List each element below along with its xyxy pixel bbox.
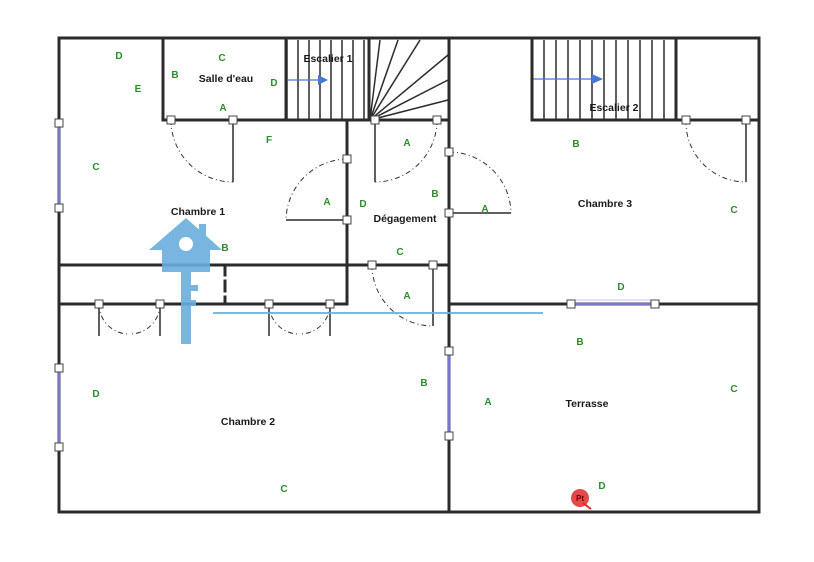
room-label-degagement: Dégagement [373,213,437,225]
wall-letter: C [92,162,99,173]
walls [57,36,761,514]
wall-letter: A [219,103,226,114]
wall-letter: B [576,337,583,348]
wall-letter: A [403,291,410,302]
wall-letter: C [396,247,403,258]
wall-letter: D [115,51,122,62]
wall-letters: D E C B C B A D F A A D B A C A B C D B … [92,51,737,495]
wall-letter: D [617,282,624,293]
wall-letter: A [481,204,488,215]
wall-letter: C [280,484,287,495]
wall-letter: D [92,389,99,400]
doors [54,115,751,452]
room-labels: Salle d'eau Escalier 1 Escalier 2 Chambr… [171,53,639,428]
windows [57,123,655,447]
wall-letter: B [431,189,438,200]
escalier-1-stairs [286,39,449,121]
escalier-2-stairs [532,40,665,120]
wall-letter: D [598,481,605,492]
room-label-salle-deau: Salle d'eau [199,73,253,85]
wall-letter: A [323,197,330,208]
wall-letter: A [403,138,410,149]
wall-letter: D [359,199,366,210]
wall-letter: B [420,378,427,389]
room-label-chambre-3: Chambre 3 [578,198,632,210]
wall-letter: E [135,84,142,95]
wall-letter: C [730,205,737,216]
wall-letter: D [270,78,277,89]
wall-letter: F [266,135,272,146]
wall-letter: B [572,139,579,150]
wall-letter: B [221,243,228,254]
room-label-terrasse: Terrasse [565,398,608,410]
wall-letter: C [730,384,737,395]
room-label-escalier-2: Escalier 2 [589,102,638,114]
stair-direction-arrow-icon [318,75,328,85]
house-key-icon[interactable] [149,218,222,344]
room-label-chambre-1: Chambre 1 [171,206,225,218]
wall-letter: A [484,397,491,408]
room-label-escalier-1: Escalier 1 [303,53,352,65]
wall-letter: C [218,53,225,64]
stair-direction-arrow-icon [592,74,603,84]
room-label-chambre-2: Chambre 2 [221,416,275,428]
wall-letter: B [171,70,178,81]
location-pin-icon[interactable]: Pt [571,489,592,510]
marker-label: Pt [576,494,584,503]
